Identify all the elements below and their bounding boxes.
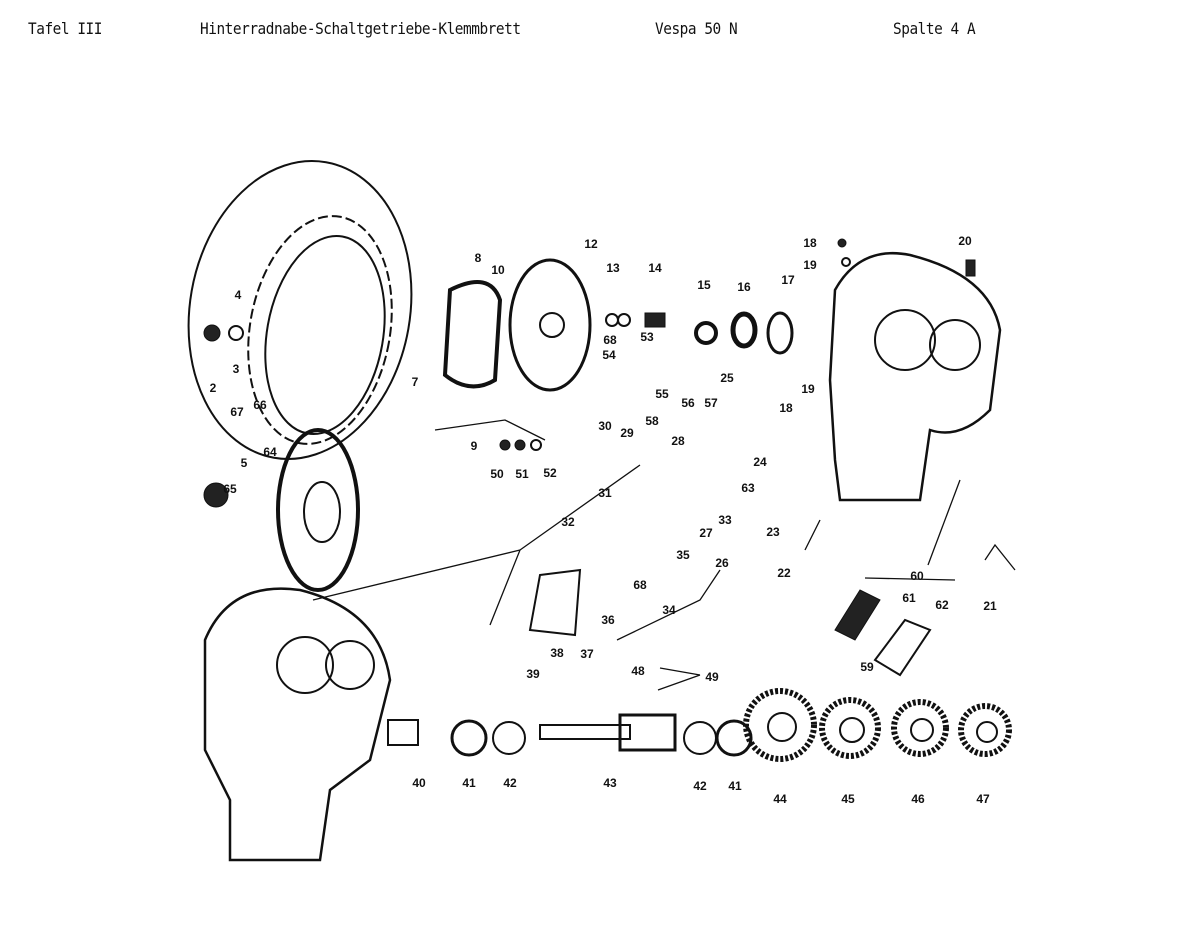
part-label-19: 19 [801, 382, 815, 396]
part-label-34: 34 [662, 603, 676, 617]
part-label-51: 51 [515, 467, 529, 481]
part-label-35: 35 [676, 548, 690, 562]
part-label-14: 14 [648, 261, 662, 275]
model-name: Vespa 50 N [655, 19, 738, 38]
gearbox-housing-right [828, 251, 1002, 502]
part-label-49: 49 [705, 670, 719, 684]
part-label-25: 25 [720, 371, 734, 385]
part-label-61: 61 [902, 591, 916, 605]
brake-plate [508, 258, 592, 392]
part-label-7: 7 [412, 375, 419, 389]
part-label-26: 26 [715, 556, 729, 570]
part-label-9: 9 [471, 439, 478, 453]
part-label-23: 23 [766, 525, 780, 539]
part-label-43: 43 [603, 776, 617, 790]
part-label-31: 31 [598, 486, 612, 500]
part-label-44: 44 [773, 792, 787, 806]
part-label-45: 45 [841, 792, 855, 806]
leader-lines [312, 419, 1016, 691]
part-label-40: 40 [412, 776, 426, 790]
part-label-18: 18 [803, 236, 817, 250]
part-label-59: 59 [860, 660, 874, 674]
part-label-62: 62 [935, 598, 949, 612]
part-label-53: 53 [640, 330, 654, 344]
part-label-50: 50 [490, 467, 504, 481]
part-label-41: 41 [728, 779, 742, 793]
terminal-board [528, 568, 932, 677]
part-label-60: 60 [910, 569, 924, 583]
part-label-41: 41 [462, 776, 476, 790]
part-label-5: 5 [241, 456, 248, 470]
brake-drum [187, 160, 413, 460]
part-label-42: 42 [503, 776, 517, 790]
part-label-19: 19 [803, 258, 817, 272]
brake-shoes [442, 280, 503, 389]
part-label-29: 29 [620, 426, 634, 440]
part-label-22: 22 [777, 566, 791, 580]
part-label-52: 52 [543, 466, 557, 480]
small-parts [203, 238, 976, 451]
part-label-18: 18 [779, 401, 793, 415]
plate-number: Tafel III [28, 19, 102, 38]
part-label-16: 16 [737, 280, 751, 294]
part-label-57: 57 [704, 396, 718, 410]
part-label-56: 56 [681, 396, 695, 410]
part-label-37: 37 [580, 647, 594, 661]
part-label-12: 12 [584, 237, 598, 251]
part-label-15: 15 [697, 278, 711, 292]
part-label-21: 21 [983, 599, 997, 613]
shaft-and-gears [387, 688, 1012, 762]
part-label-17: 17 [781, 273, 795, 287]
part-label-42: 42 [693, 779, 707, 793]
part-label-66: 66 [253, 398, 267, 412]
part-label-55: 55 [655, 387, 669, 401]
wheel-hub [203, 428, 360, 592]
part-label-54: 54 [602, 348, 616, 362]
part-label-33: 33 [718, 513, 732, 527]
part-label-68: 68 [633, 578, 647, 592]
part-label-47: 47 [976, 792, 990, 806]
gearbox-housing-left [203, 587, 392, 862]
part-label-68: 68 [603, 333, 617, 347]
part-label-63: 63 [741, 481, 755, 495]
part-label-32: 32 [561, 515, 575, 529]
column-ref: Spalte 4 A [893, 19, 976, 38]
part-label-46: 46 [911, 792, 925, 806]
part-label-58: 58 [645, 414, 659, 428]
part-label-24: 24 [753, 455, 767, 469]
part-label-20: 20 [958, 234, 972, 248]
part-label-30: 30 [598, 419, 612, 433]
part-label-36: 36 [601, 613, 615, 627]
part-label-4: 4 [235, 288, 242, 302]
part-label-65: 65 [223, 482, 237, 496]
part-label-48: 48 [631, 664, 645, 678]
part-label-3: 3 [233, 362, 240, 376]
diagram-title: Hinterradnabe-Schaltgetriebe-Klemmbrett [200, 19, 521, 38]
part-label-28: 28 [671, 434, 685, 448]
part-label-8: 8 [475, 251, 482, 265]
part-label-38: 38 [550, 646, 564, 660]
part-label-64: 64 [263, 445, 277, 459]
part-label-2: 2 [210, 381, 217, 395]
part-label-39: 39 [526, 667, 540, 681]
part-label-10: 10 [491, 263, 505, 277]
part-label-13: 13 [606, 261, 620, 275]
part-label-27: 27 [699, 526, 713, 540]
part-label-67: 67 [230, 405, 244, 419]
